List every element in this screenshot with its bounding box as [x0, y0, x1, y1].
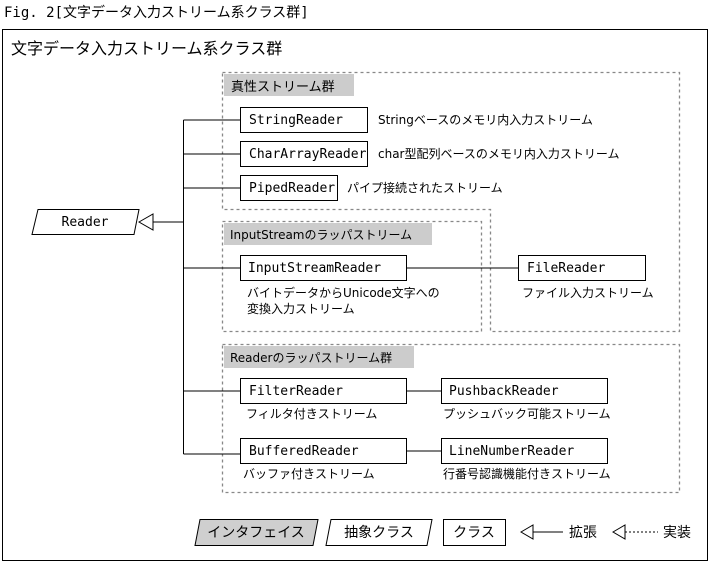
class-inputstreamreader: InputStreamReader: [240, 255, 407, 281]
class-pushbackreader: PushbackReader: [441, 378, 608, 404]
class-description: プッシュバック可能ストリーム: [443, 407, 611, 421]
diagram-title: 文字データ入力ストリーム系クラス群: [11, 39, 282, 58]
class-name: PipedReader: [249, 181, 335, 196]
inputstream-group-label: InputStreamのラッパストリーム: [230, 228, 412, 242]
class-description-line1: バイトデータからUnicode文字への: [247, 285, 440, 300]
true-streams-group-border: [221, 71, 681, 333]
figure-caption: Fig. 2[文字データ入力ストリーム系クラス群]: [4, 4, 309, 21]
class-description: 行番号認識機能付きストリーム: [443, 466, 611, 481]
class-stringreader: StringReader: [240, 107, 368, 133]
legend-abstract-class: 抽象クラス: [325, 519, 433, 546]
class-name: FileReader: [527, 261, 605, 276]
reader-extends-arrowhead: [137, 213, 154, 231]
legend-implements: 実装: [612, 524, 691, 541]
class-filereader: FileReader: [518, 255, 646, 281]
class-description: char型配列ベースのメモリ内入力ストリーム: [378, 147, 620, 161]
class-linenumberreader: LineNumberReader: [441, 438, 608, 464]
class-name: LineNumberReader: [449, 444, 574, 459]
reader-wrappers-group-label-bg: [224, 346, 414, 368]
class-bufferedreader: BufferedReader: [240, 438, 407, 464]
legend-abstract-class-label: 抽象クラス: [344, 525, 414, 541]
class-name: BufferedReader: [249, 444, 359, 459]
legend-class-label: クラス: [453, 525, 495, 541]
class-description: フィルタ付きストリーム: [246, 407, 377, 421]
class-name: StringReader: [249, 113, 343, 128]
reader-wrappers-group-label: Readerのラッパストリーム群: [230, 351, 392, 365]
class-chararrayreader: CharArrayReader: [240, 141, 368, 167]
legend-interface: インタフェイス: [194, 519, 319, 546]
inputstream-group-label-bg: [224, 223, 432, 245]
class-name: CharArrayReader: [249, 147, 367, 162]
class-description: ファイル入力ストリーム: [522, 286, 654, 300]
reader-class: Reader: [31, 209, 140, 235]
class-filterreader: FilterReader: [240, 378, 407, 404]
true-streams-group-label: 真性ストリーム群: [231, 80, 335, 95]
inheritance-connectors: [153, 119, 518, 455]
legend-extends-label: 拡張: [569, 525, 597, 541]
reader-wrappers-group-border: [221, 343, 681, 494]
legend-class: クラス: [443, 519, 506, 546]
legend: インタフェイス 抽象クラス クラス 拡張 実装: [194, 519, 691, 546]
legend-implements-label: 実装: [663, 525, 691, 541]
true-streams-group-label-bg: [224, 74, 354, 96]
class-description: Stringベースのメモリ内入力ストリーム: [378, 113, 593, 127]
class-name: PushbackReader: [449, 384, 559, 399]
class-name: InputStreamReader: [248, 261, 381, 276]
class-name: FilterReader: [249, 384, 343, 399]
legend-extends: 拡張: [520, 524, 597, 541]
reader-class-label: Reader: [62, 215, 109, 230]
legend-interface-label: インタフェイス: [207, 525, 305, 541]
class-description: パイプ接続されたストリーム: [347, 180, 503, 195]
class-pipedreader: PipedReader: [240, 175, 338, 201]
class-description: バッファ付きストリーム: [243, 467, 375, 481]
class-description-line2: 変換入力ストリーム: [247, 301, 355, 316]
